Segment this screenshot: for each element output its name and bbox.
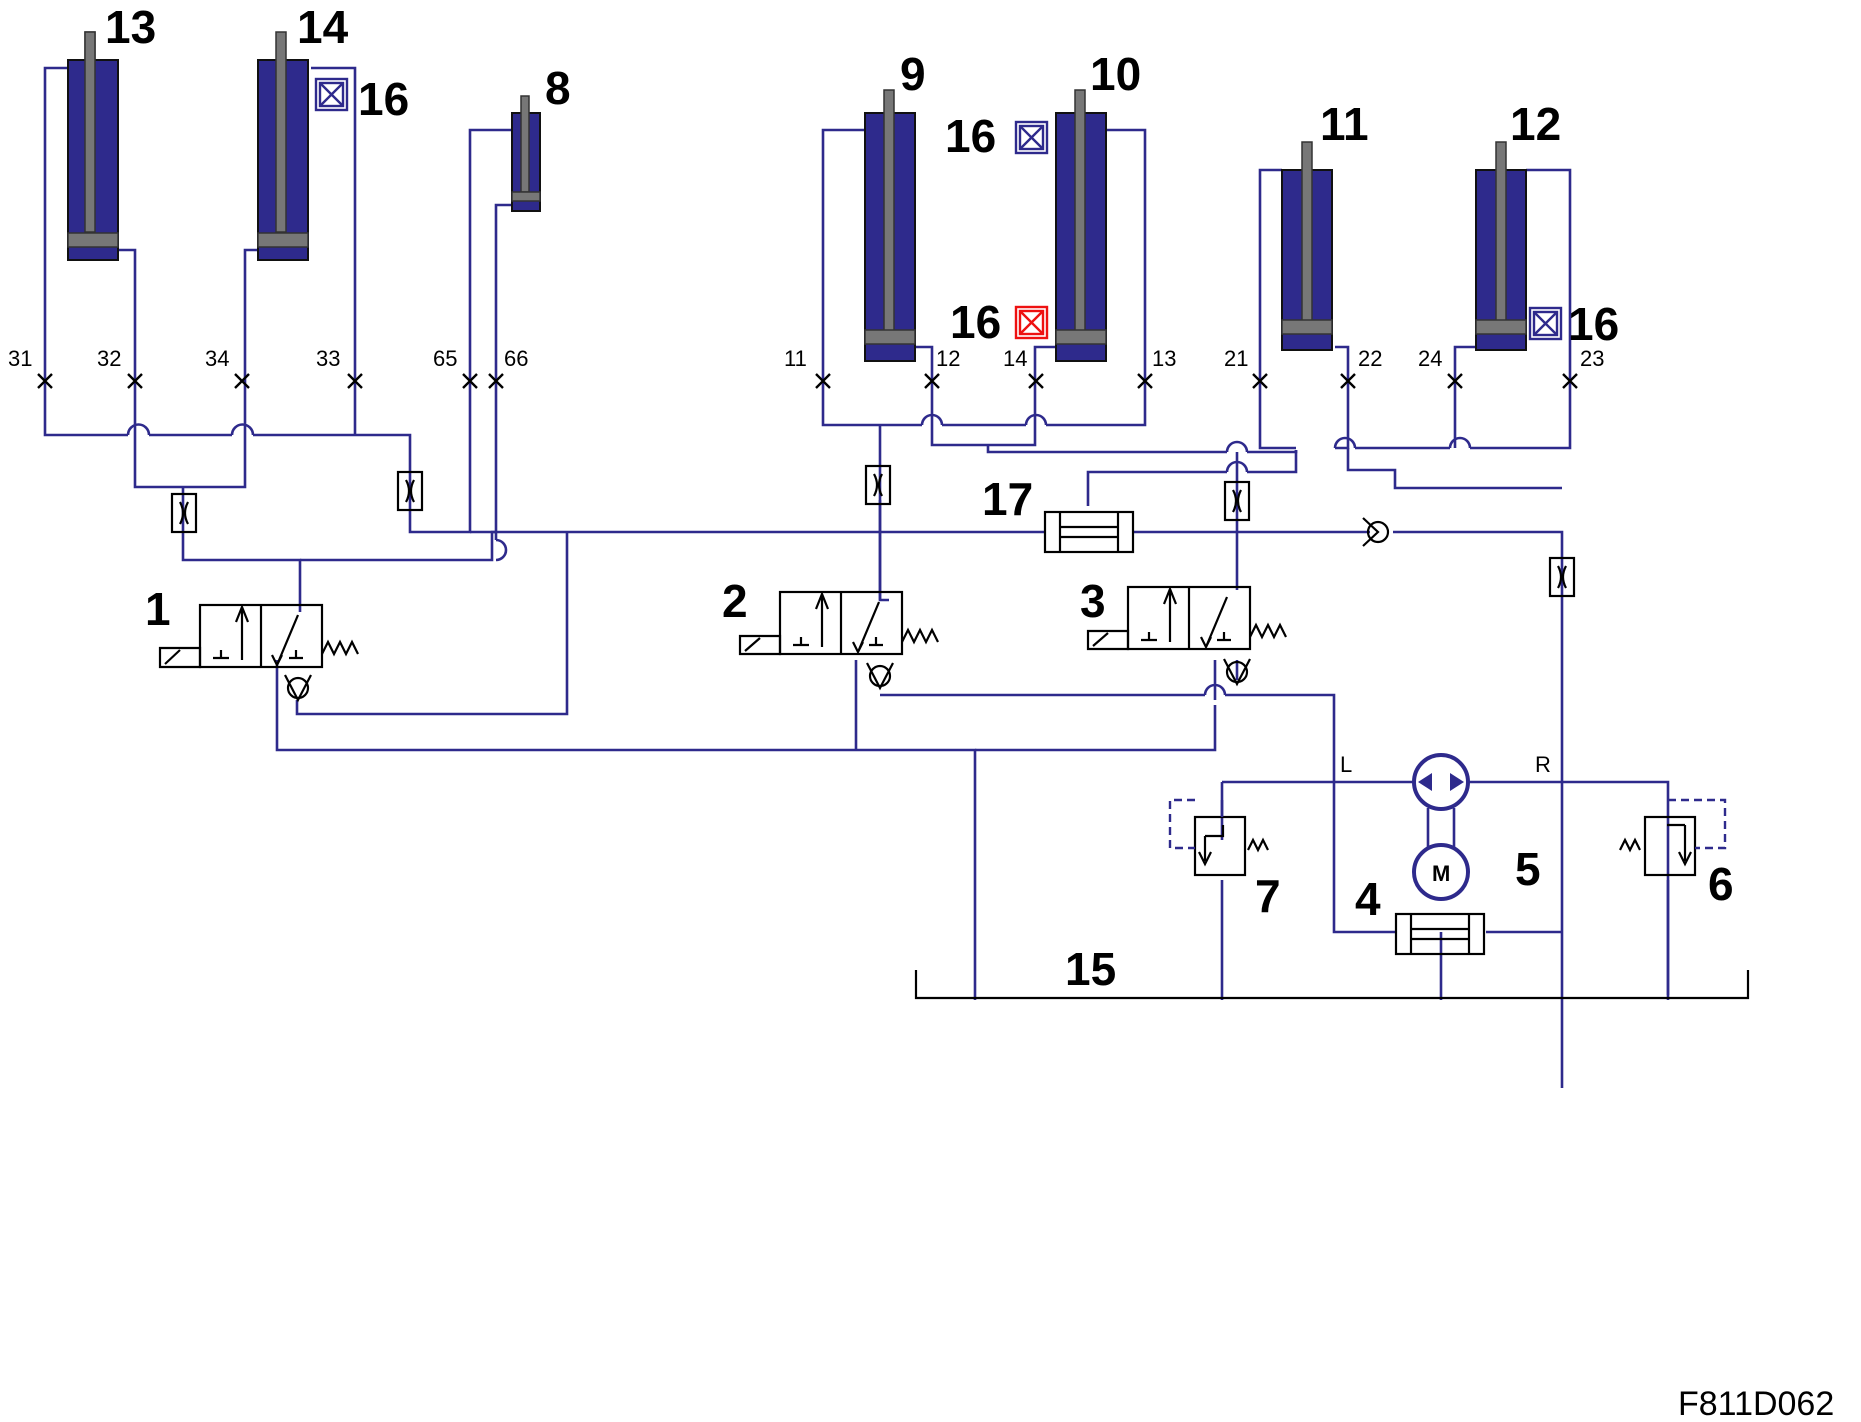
- port-11: 11: [784, 346, 807, 371]
- label-valve-3: 3: [1080, 575, 1106, 627]
- relief-valve-7: [1168, 798, 1269, 877]
- figure-code: F811D062: [1678, 1385, 1834, 1422]
- port-14: 14: [1003, 346, 1027, 371]
- label-cylinder-13: 13: [105, 1, 156, 53]
- label-valve-17: 17: [982, 473, 1033, 525]
- sensor-16-cyl10-active: [1014, 305, 1049, 340]
- port-23: 23: [1580, 346, 1604, 371]
- port-22: 22: [1358, 346, 1382, 371]
- label-relief-7: 7: [1255, 870, 1281, 922]
- label-cylinder-11: 11: [1320, 98, 1369, 150]
- sensor-16-cyl14: [314, 77, 349, 112]
- label-filter-4: 4: [1355, 873, 1381, 925]
- valve-17: [1043, 510, 1135, 554]
- label-relief-6: 6: [1708, 858, 1734, 910]
- restrictor-group1b: [396, 470, 424, 512]
- solenoid-valve-1: [158, 603, 359, 703]
- port-12: 12: [936, 346, 960, 371]
- cylinder-10: [1055, 89, 1107, 362]
- label-cylinder-12: 12: [1510, 98, 1561, 150]
- restrictor-3: [1223, 480, 1251, 522]
- label-cylinder-8: 8: [545, 62, 571, 114]
- label-sensor-16-c: 16: [950, 296, 1001, 348]
- label-sensor-16-d: 16: [1568, 298, 1619, 350]
- port-24: 24: [1418, 346, 1442, 371]
- port-65: 65: [433, 346, 457, 371]
- restrictor-2: [864, 464, 892, 506]
- solenoid-valve-3: [1086, 585, 1287, 687]
- cylinder-14: [257, 31, 309, 261]
- label-side-L: L: [1340, 752, 1352, 777]
- label-cylinder-9: 9: [900, 48, 926, 100]
- relief-valve-6: [1619, 798, 1727, 877]
- cylinder-12: [1475, 141, 1527, 351]
- cylinder-8: [511, 95, 541, 212]
- port-31: 31: [8, 346, 32, 371]
- port-34: 34: [205, 346, 229, 371]
- filter-4: [1394, 912, 1486, 956]
- check-valve-main: [1362, 517, 1390, 547]
- label-cylinder-10: 10: [1090, 48, 1141, 100]
- restrictor-right: [1548, 556, 1576, 598]
- tank-15: [914, 970, 1750, 1000]
- label-valve-1: 1: [145, 583, 171, 635]
- label-motor-5: 5: [1515, 843, 1541, 895]
- port-markers: [37, 373, 1578, 389]
- pump-5: [1412, 753, 1470, 850]
- solenoid-valve-2: [738, 590, 939, 691]
- cylinder-13: [67, 31, 119, 261]
- cylinder-11: [1281, 141, 1333, 351]
- sensor-16-cyl9-top: [1014, 120, 1049, 155]
- hydraulic-lines: [43, 66, 1670, 1088]
- motor-M: [1412, 843, 1470, 901]
- label-tank-15: 15: [1065, 943, 1116, 995]
- label-sensor-16-b: 16: [945, 110, 996, 162]
- port-66: 66: [504, 346, 528, 371]
- sensor-16-cyl12: [1528, 306, 1563, 341]
- label-side-R: R: [1535, 752, 1551, 777]
- label-motor-M: M: [1432, 861, 1450, 886]
- port-21: 21: [1224, 346, 1248, 371]
- label-valve-2: 2: [722, 575, 748, 627]
- port-33: 33: [316, 346, 340, 371]
- port-13: 13: [1152, 346, 1176, 371]
- label-cylinder-14: 14: [297, 1, 349, 53]
- cylinder-9: [864, 89, 916, 362]
- port-32: 32: [97, 346, 121, 371]
- label-sensor-16-a: 16: [358, 73, 409, 125]
- restrictor-group1: [170, 492, 198, 534]
